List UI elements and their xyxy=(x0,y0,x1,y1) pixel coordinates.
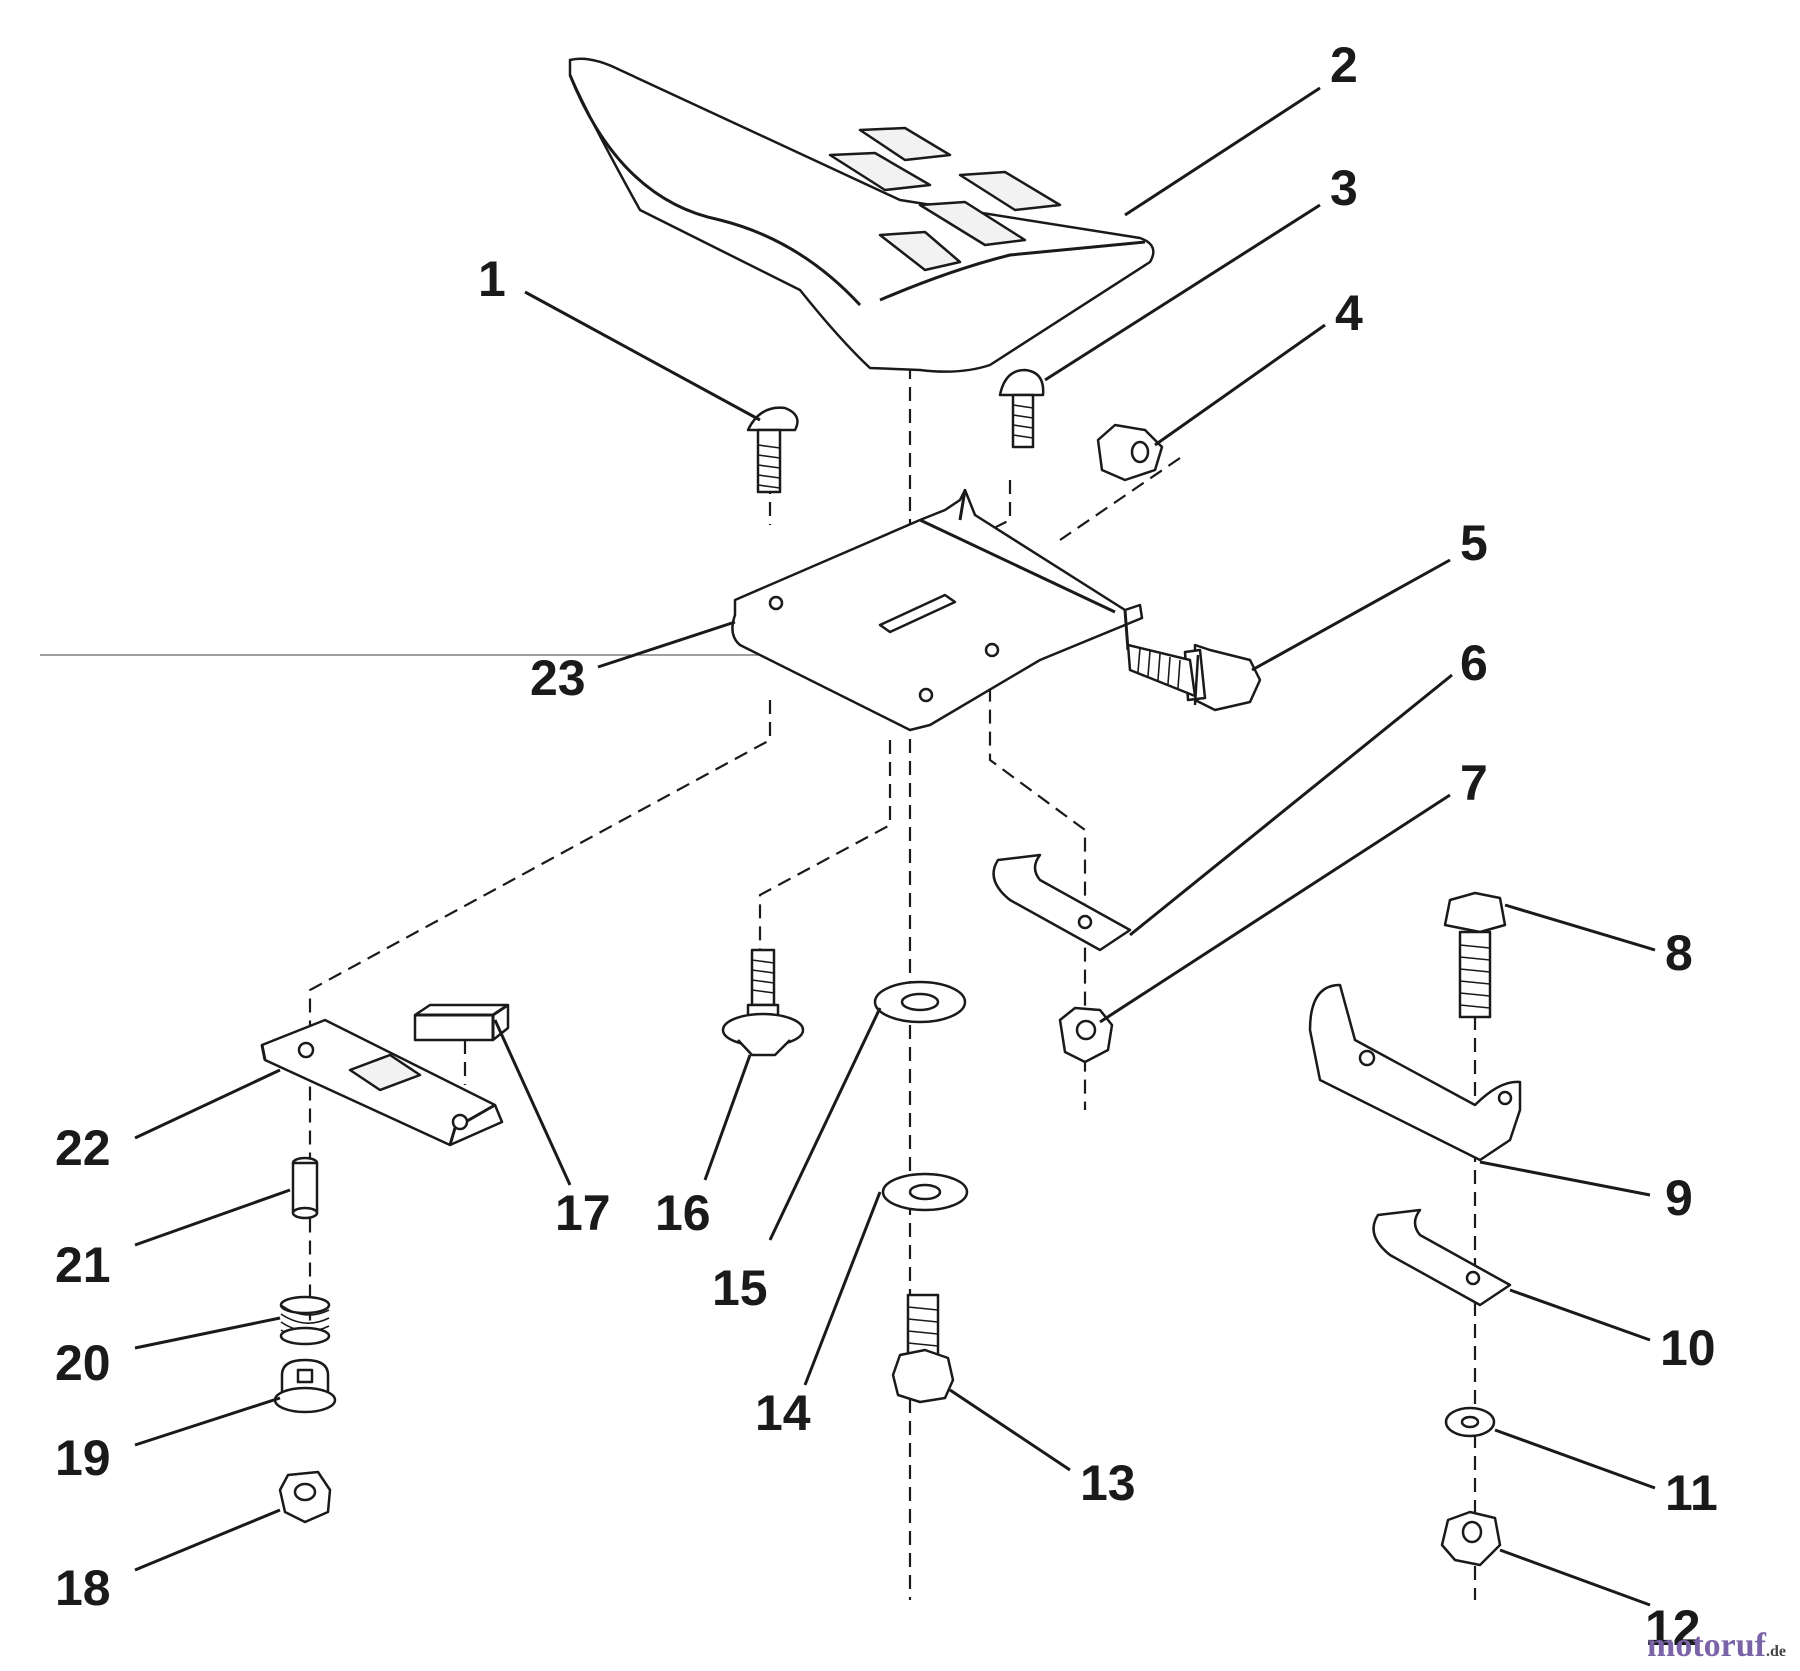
hex-nut-4 xyxy=(1096,423,1164,482)
label-5: 5 xyxy=(1460,515,1488,571)
lock-nut-7 xyxy=(1058,1006,1114,1064)
latch-plate-22 xyxy=(260,1018,504,1147)
label-11: 11 xyxy=(1665,1465,1718,1521)
round-head-screw-3 xyxy=(998,368,1045,449)
bushing-19 xyxy=(273,1358,337,1414)
washer-15 xyxy=(873,980,967,1024)
washer-11 xyxy=(1444,1406,1496,1438)
label-3: 3 xyxy=(1330,160,1358,216)
hex-bolt-13 xyxy=(891,1293,955,1404)
flange-nut-18 xyxy=(278,1470,332,1524)
carriage-bolt-1 xyxy=(746,406,799,494)
bracket-9 xyxy=(1308,983,1522,1162)
key-17 xyxy=(413,1003,510,1042)
label-16: 16 xyxy=(655,1185,711,1241)
hex-bolt-5 xyxy=(1126,643,1262,712)
label-14: 14 xyxy=(755,1385,811,1441)
spring-clip-6 xyxy=(992,853,1132,952)
label-21: 21 xyxy=(55,1237,111,1293)
label-23: 23 xyxy=(530,650,586,706)
shoulder-bolt-16 xyxy=(721,948,805,1057)
label-6: 6 xyxy=(1460,635,1488,691)
watermark-logo: motoruf.de xyxy=(1647,1627,1786,1665)
hex-bolt-8 xyxy=(1443,891,1507,1019)
spring-clip-10 xyxy=(1372,1208,1512,1307)
label-1: 1 xyxy=(478,251,506,307)
watermark-main: motoruf xyxy=(1647,1627,1766,1664)
label-8: 8 xyxy=(1665,925,1693,981)
label-15: 15 xyxy=(712,1260,768,1316)
part-labels: 1 2 3 4 5 6 7 8 9 10 11 12 13 14 15 16 1… xyxy=(55,37,1718,1656)
label-18: 18 xyxy=(55,1560,111,1616)
pin-21 xyxy=(291,1156,319,1220)
label-17: 17 xyxy=(555,1185,611,1241)
label-9: 9 xyxy=(1665,1170,1693,1226)
watermark-tld: .de xyxy=(1766,1643,1786,1660)
seat-plate-part xyxy=(731,488,1144,732)
washer-14 xyxy=(881,1172,969,1212)
label-12: 12 xyxy=(1645,1600,1701,1656)
label-20: 20 xyxy=(55,1335,111,1391)
leader-lines xyxy=(134,86,1656,1607)
label-10: 10 xyxy=(1660,1320,1716,1376)
seat-part xyxy=(568,57,1155,373)
label-7: 7 xyxy=(1460,755,1488,811)
label-22: 22 xyxy=(55,1120,111,1176)
label-2: 2 xyxy=(1330,37,1358,93)
lock-nut-12 xyxy=(1440,1510,1502,1567)
label-4: 4 xyxy=(1335,285,1363,341)
spring-20 xyxy=(279,1295,331,1346)
label-19: 19 xyxy=(55,1430,111,1486)
label-13: 13 xyxy=(1080,1455,1136,1511)
